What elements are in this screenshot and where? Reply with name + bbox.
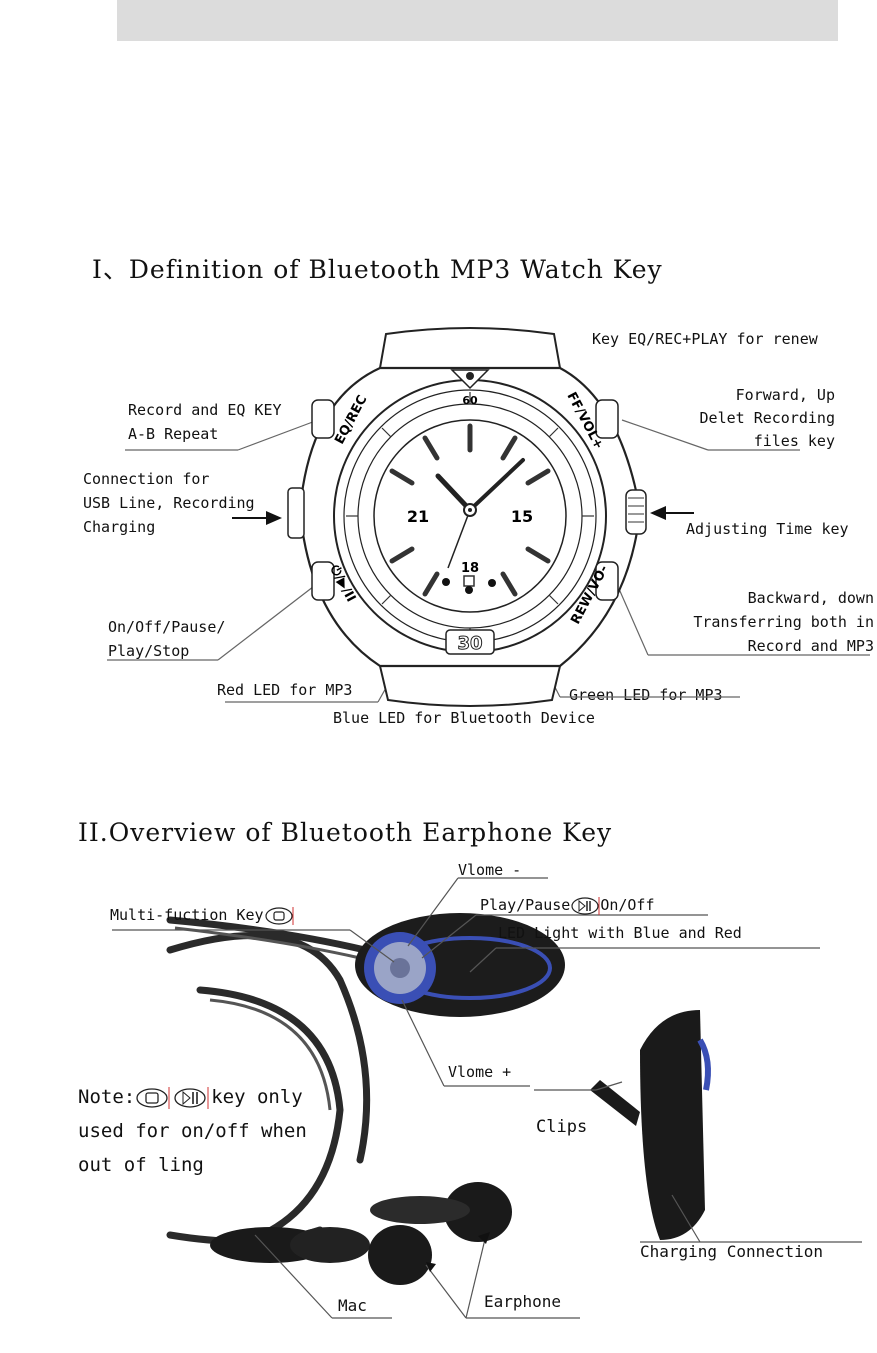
earphone-side-view [640, 1010, 705, 1240]
charging-connection-label: Charging Connection [640, 1242, 824, 1261]
note-block: Note: key only used for on/off when out o… [78, 1080, 307, 1182]
forward-label-line3: files key [753, 432, 835, 450]
play-pause-label: Play/Pause On/Off [480, 893, 655, 917]
note-rest: key only [211, 1086, 303, 1108]
section-2-title: II.Overview of Bluetooth Earphone Key [78, 818, 613, 847]
red-led-label: Red LED for MP3 [217, 681, 353, 699]
lcd-display: 30 [457, 633, 482, 654]
note-prefix: Note: [78, 1086, 136, 1108]
ff-vol-key[interactable] [595, 399, 619, 439]
note-play-icon [174, 1086, 209, 1109]
earphone-diagram [112, 877, 862, 1319]
note-line-3: out of ling [78, 1154, 204, 1176]
onoff-label-line2: Play/Stop [108, 642, 190, 660]
usb-label-line2: USB Line, Recording [83, 494, 255, 512]
multi-function-text: Multi-fuction Key [110, 906, 264, 924]
forward-label-line1: Forward, Up [735, 386, 835, 404]
backward-label-line1: Backward, down [747, 589, 874, 607]
blue-led-label: Blue LED for Bluetooth Device [333, 709, 595, 727]
vol-plus-label: Vlome + [448, 1063, 512, 1081]
red-led [442, 578, 450, 586]
earbud-left [368, 1225, 432, 1285]
earbud-right [444, 1182, 512, 1242]
rew-vol-key[interactable] [595, 561, 619, 601]
play-pause-icon [571, 896, 600, 915]
note-line-2: used for on/off when [78, 1120, 307, 1142]
bezel-60: 60 [462, 394, 478, 407]
backward-label-line2: Transferring both in [693, 613, 874, 631]
record-eq-label-line1: Record and EQ KEY [128, 401, 282, 419]
dial-18: 18 [461, 561, 479, 576]
on-off-text: On/Off [600, 896, 655, 914]
header-bar [117, 0, 838, 41]
play-pause-text: Play/Pause [480, 896, 571, 914]
note-multi-icon [136, 1086, 170, 1109]
usb-connector[interactable] [287, 487, 305, 539]
adjust-time-label: Adjusting Time key [686, 520, 849, 538]
multi-function-key[interactable] [390, 958, 410, 978]
watch-diagram: 60 21 15 18 30 EQ/REC FF/VOL+ ⏻/▶/II REW… [107, 327, 870, 707]
mac-label: Mac [338, 1296, 367, 1315]
record-eq-label-line2: A-B Repeat [128, 425, 219, 443]
play-pause-key[interactable] [311, 561, 335, 601]
blue-led [465, 586, 473, 594]
dial-15: 15 [511, 507, 533, 526]
dial-21: 21 [407, 507, 429, 526]
led-light-label: LED Light with Blue and Red [498, 924, 742, 942]
earphone-label: Earphone [484, 1292, 562, 1311]
forward-label-line2: Delet Recording [699, 409, 835, 427]
clips-label: Clips [536, 1117, 588, 1137]
usb-label-line1: Connection for [83, 470, 210, 488]
renew-label: Key EQ/REC+PLAY for renew [592, 330, 818, 348]
crown-adjust-key[interactable] [625, 489, 647, 535]
usb-label-line3: Charging [83, 518, 156, 536]
multi-function-label: Multi-fuction Key [110, 903, 294, 927]
multi-function-icon [264, 906, 294, 925]
backward-label-line3: Record and MP3 [747, 637, 874, 655]
clip [590, 1080, 640, 1126]
note-line-1: Note: key only [78, 1080, 307, 1114]
eq-rec-key[interactable] [311, 399, 335, 439]
green-led [488, 579, 496, 587]
onoff-label-line1: On/Off/Pause/ [108, 618, 226, 636]
green-led-label: Green LED for MP3 [569, 686, 723, 704]
section-1-title: I、Definition of Bluetooth MP3 Watch Key [92, 255, 663, 284]
vol-minus-label: Vlome - [458, 861, 522, 879]
